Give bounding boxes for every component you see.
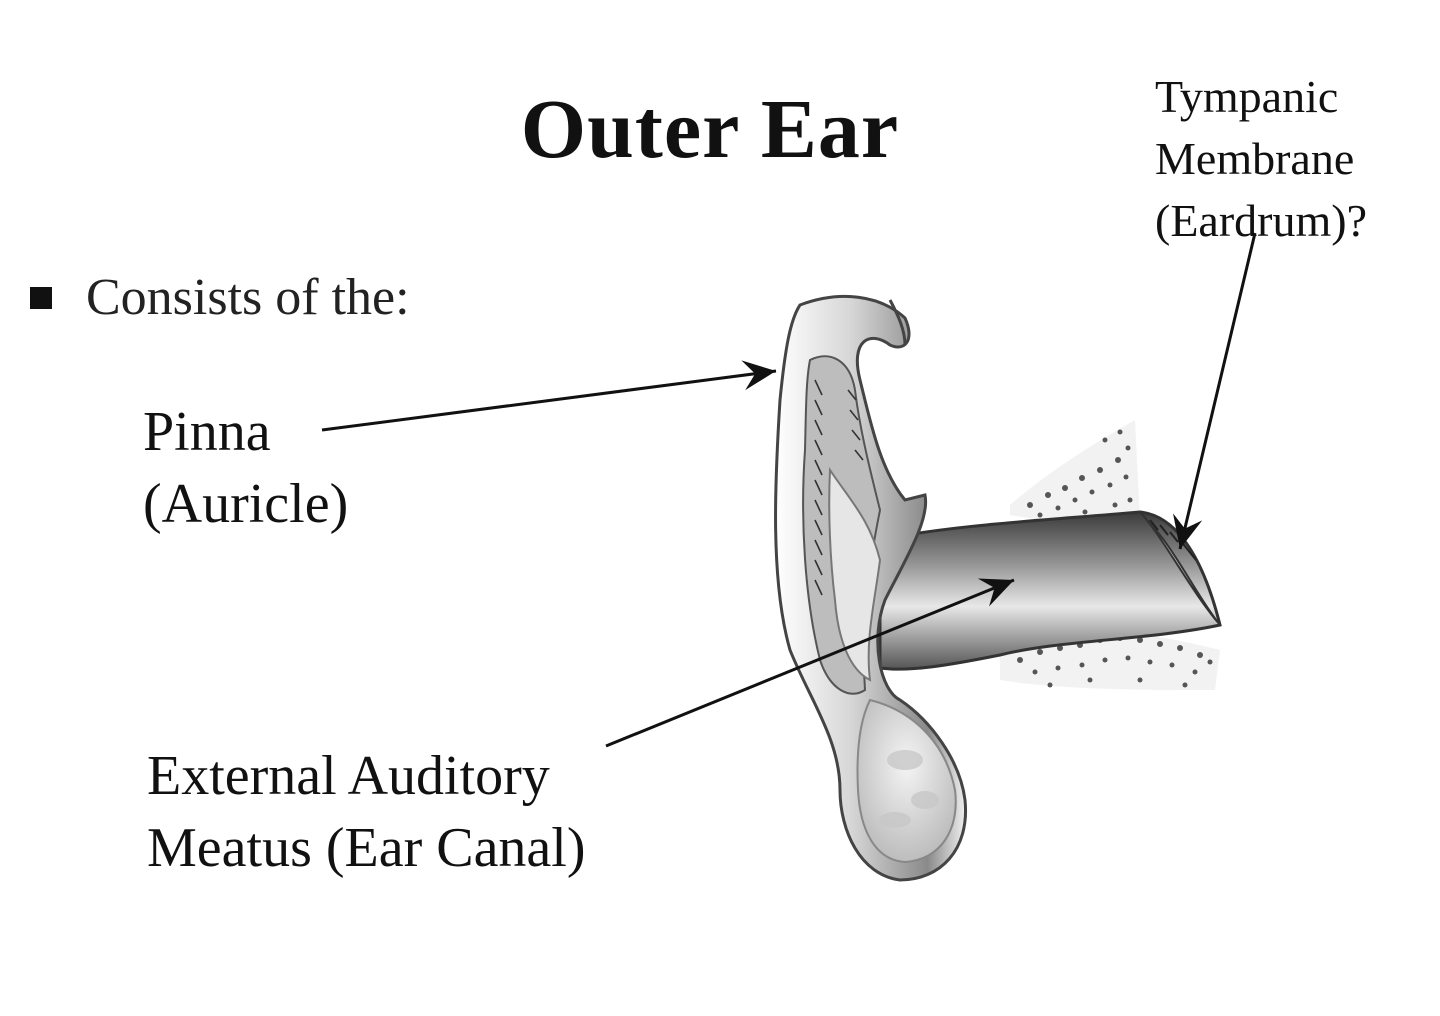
label-ear-canal: External Auditory Meatus (Ear Canal) bbox=[147, 740, 585, 884]
bullet-text: Consists of the: bbox=[86, 269, 410, 326]
square-bullet-icon bbox=[30, 287, 52, 309]
label-tympanic-line2: Membrane bbox=[1155, 133, 1355, 184]
ear-canal-shape bbox=[878, 510, 1222, 671]
label-pinna: Pinna (Auricle) bbox=[143, 396, 348, 540]
label-ear-canal-line2: Meatus (Ear Canal) bbox=[147, 817, 586, 879]
label-ear-canal-line1: External Auditory bbox=[147, 745, 550, 807]
label-tympanic-membrane: Tympanic Membrane (Eardrum)? bbox=[1155, 66, 1367, 252]
label-tympanic-line3: (Eardrum)? bbox=[1155, 195, 1367, 246]
slide-title: Outer Ear bbox=[520, 83, 900, 176]
pinna-pointer-arrow bbox=[321, 360, 777, 432]
pinna-shape bbox=[774, 294, 968, 882]
label-pinna-line1: Pinna bbox=[143, 401, 271, 463]
label-tympanic-line1: Tympanic bbox=[1155, 71, 1339, 122]
tympanic-pointer-arrow bbox=[1173, 232, 1257, 550]
bullet-item: Consists of the: bbox=[30, 272, 410, 324]
ear-canal-pointer-arrow bbox=[605, 578, 1015, 748]
label-pinna-line2: (Auricle) bbox=[143, 473, 349, 535]
